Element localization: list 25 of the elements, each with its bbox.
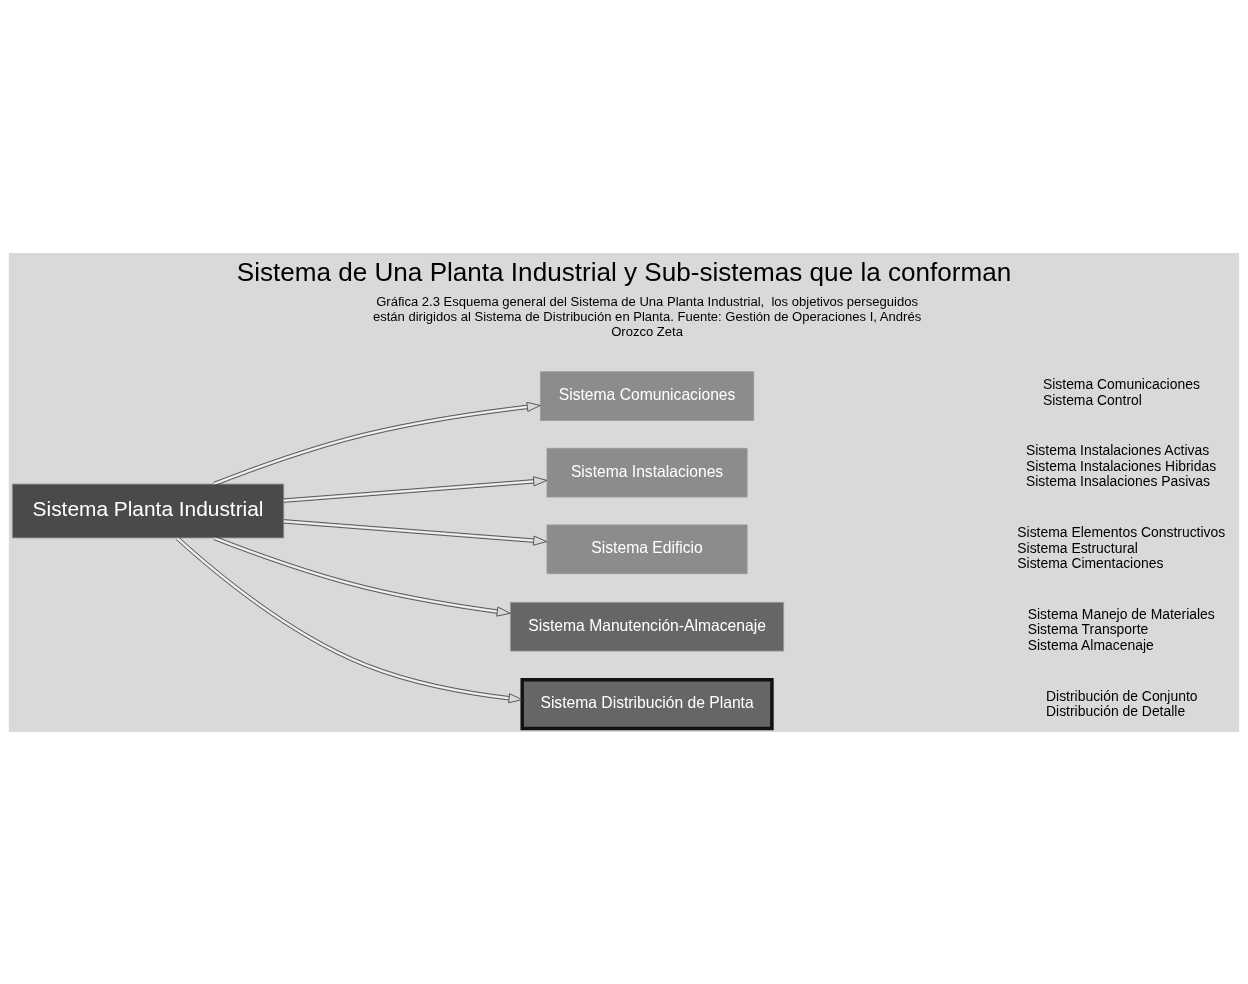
node-label: Sistema Insalaciones Pasivas <box>1025 472 1210 489</box>
node-box: Sistema Distribución de Planta <box>520 677 774 730</box>
node-label: Distribución de Detalle <box>1046 702 1186 719</box>
node-label: Sistema Comunicaciones <box>1042 375 1200 392</box>
arrow <box>213 401 541 486</box>
node-box: Sistema Manutención-Almacenaje <box>510 601 785 651</box>
node-label: Sistema Instalaciones Activas <box>1025 441 1210 458</box>
caption: Gráfica 2.3 Esquema general del Sistema de Una Planta Industrial, los objetivos perseguidos están dirigidos al Sistema de Distribución en Planta. Fuente: Gestión de Operaciones I, Andrés Orozco Zeta <box>372 293 922 339</box>
arrow <box>283 518 548 546</box>
node-label: Distribución de Conjunto <box>1046 687 1198 703</box>
node-label: Sistema Instalaciones Hibridas <box>1025 457 1217 474</box>
diagram-title: Sistema de Una Planta Industrial y Sub-sistemas que la conforman <box>236 256 1012 287</box>
node-box: Sistema Comunicaciones <box>540 370 755 421</box>
arrow <box>213 535 511 617</box>
node-box: Sistema Instalaciones <box>546 447 748 497</box>
node-label: Sistema Control <box>1042 391 1142 408</box>
arrow <box>283 475 548 503</box>
arrow <box>175 536 523 703</box>
node-label: Sistema Estructural <box>1017 539 1138 556</box>
node-label: Sistema Elementos Constructivos <box>1017 523 1226 540</box>
node-label: Sistema Cimentaciones <box>1017 554 1164 571</box>
node-label: Sistema Manejo de Materiales <box>1027 605 1215 622</box>
node-box: Sistema Edificio <box>546 523 748 574</box>
node-box: Sistema Planta Industrial <box>11 483 285 538</box>
node-label: Sistema Almacenaje <box>1027 636 1154 653</box>
